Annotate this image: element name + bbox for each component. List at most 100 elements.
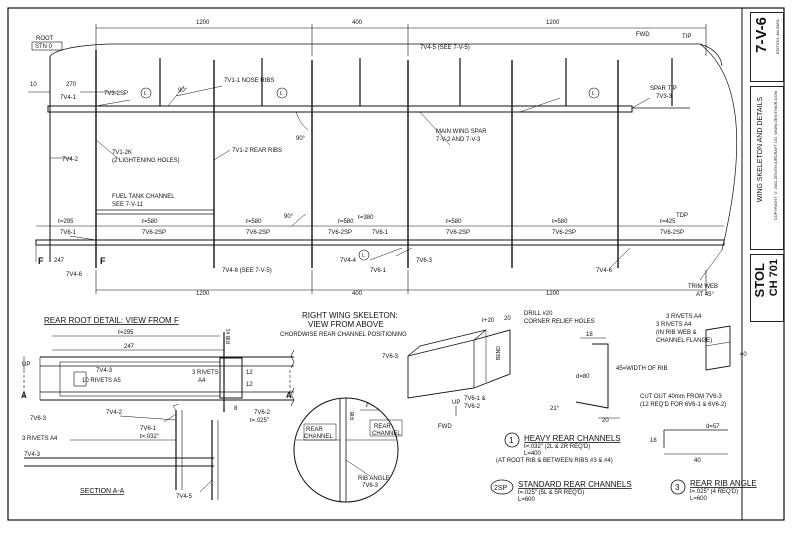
channel-detail xyxy=(407,329,511,416)
skeleton-rib: RIB xyxy=(350,411,356,420)
channel-drill-2: CORNER RELIEF HOLES xyxy=(524,319,595,325)
rear-root-detail xyxy=(23,332,295,500)
skeleton-rear-channel-r1: REAR xyxy=(374,424,391,430)
chord-len-2: ℓ=580 xyxy=(142,218,158,225)
skeleton-detail xyxy=(293,397,403,503)
legend-num-1: 1 xyxy=(509,436,514,445)
angle-d18b: 18 xyxy=(650,438,657,444)
legend-l1-3: t=.025" (4 REQ'D) xyxy=(690,489,738,495)
angle-90-c: 90° xyxy=(284,214,294,220)
angle-rivets-2: (IN RIB WEB & xyxy=(656,330,697,336)
circle-l-3: L xyxy=(592,91,595,97)
rear-root-d8: 8 xyxy=(234,406,238,412)
ribs xyxy=(95,50,619,268)
angle-cut-1: CUT OUT 40mm FROM 7V6-3 xyxy=(640,394,722,400)
skeleton-title-1: RIGHT WING SKELETON: xyxy=(302,311,398,320)
section-a-right: A xyxy=(286,391,292,400)
callout-7v1-2k: 7V1-2K xyxy=(112,150,132,156)
skeleton-ell: ℓ xyxy=(365,402,369,409)
legend-l2-1: L=400 xyxy=(524,451,542,457)
angle-d40b: 40 xyxy=(694,458,701,464)
channel-bend: BEND xyxy=(496,346,502,360)
dim-247: 247 xyxy=(54,258,65,264)
dim-bottom-3: 1200 xyxy=(546,291,560,297)
model-line-2: CH 701 xyxy=(768,259,780,297)
callout-main-spar-2: 7-V-2 AND 7-V-3 xyxy=(436,137,481,143)
chord-part-1: 7V6-1 xyxy=(60,230,77,236)
callout-tdp: TDP xyxy=(676,213,688,219)
chord-part-2: 7V6-2SP xyxy=(142,230,166,236)
section-aa-label: SECTION A-A xyxy=(80,488,125,495)
rear-root-7v4-5: 7V4-5 xyxy=(176,494,193,500)
callout-7v6-3: 7V6-3 xyxy=(416,258,433,264)
channel-7v6-3: 7V6-3 xyxy=(382,354,399,360)
channel-up: UP xyxy=(452,400,460,406)
angle-d18: 18 xyxy=(586,332,593,338)
chord-len-1: ℓ=295 xyxy=(58,218,74,225)
chord-len-6: ℓ=580 xyxy=(446,218,462,225)
rear-root-d12b: 12 xyxy=(246,382,253,388)
callout-7v4-6b: 7V4-6 xyxy=(596,268,613,274)
callout-main-spar-1: MAIN WING SPAR xyxy=(436,129,487,135)
dim-270: 270 xyxy=(66,82,77,88)
legend-title-1: HEAVY REAR CHANNELS xyxy=(524,434,621,443)
rear-root-7v6-3: 7V6-3 xyxy=(30,416,47,422)
callout-trim-web-1: TRIM WEB xyxy=(688,284,718,290)
legend-item-rib-angle: 3 REAR RIB ANGLE t=.025" (4 REQ'D) L=600 xyxy=(670,479,757,502)
legend-item-standard: 2SP STANDARD REAR CHANNELS t=.025" (5L &… xyxy=(490,479,632,503)
channel-7v6-2: 7V6-2 xyxy=(464,404,481,410)
rear-root-7v4-2: 7V4-2 xyxy=(106,410,123,416)
view-f-left: F xyxy=(38,256,44,266)
angle-detail xyxy=(575,325,731,455)
rear-root-rib1: RIB #1 xyxy=(226,328,232,344)
skeleton-rib-angle-1: RIB ANGLE xyxy=(358,476,390,482)
legend-l2-2: L=600 xyxy=(518,497,536,503)
rear-root-7v4-3: 7V4-3 xyxy=(96,368,113,374)
angle-d20: 20 xyxy=(602,418,609,424)
rear-root-d12a: 12 xyxy=(246,370,253,376)
rear-root-7v6-2: 7V6-2 xyxy=(254,410,271,416)
angle-cut-2: (12 REQ'D FOR 6V6-1 & 6V6-2) xyxy=(640,402,726,408)
rear-root-a4: A4 xyxy=(198,378,206,384)
tip-label: TIP xyxy=(682,34,691,40)
callout-trim-web-2: AT 45° xyxy=(696,292,714,298)
callout-7v4-2: 7V4-2 xyxy=(62,157,79,163)
skeleton-rear-channel-r2: CHANNEL xyxy=(372,431,401,437)
dim-10: 10 xyxy=(30,82,37,88)
chord-part-8: 7V6-2SP xyxy=(660,230,684,236)
rear-root-rivets-a4b: 3 RIVETS A4 xyxy=(22,436,58,442)
angle-rivets-a4: 3 RIVETS A4 xyxy=(666,314,702,320)
angle-90-a: 90° xyxy=(178,88,188,94)
callout-spar-tip: SPAR TIP xyxy=(650,86,677,92)
chord-part-4: 7V6-2SP xyxy=(328,230,352,236)
edition-label: EDITION: 4th 05/01 xyxy=(775,19,780,55)
legend-l1-2: t=.025" (5L & 5R REQ'D) xyxy=(518,490,584,496)
rear-root-l295: ℓ=295 xyxy=(118,329,134,336)
circle-l-4: L xyxy=(362,253,365,259)
angle-21deg: 21° xyxy=(550,406,560,412)
legend-num-3: 3 xyxy=(675,483,680,492)
skeleton-fwd: FWD xyxy=(438,424,452,430)
legend-l1-1: t=.032" (2L & 2R REQ'D) xyxy=(524,444,590,450)
callout-lightening: (2 LIGHTENING HOLES) xyxy=(112,158,180,164)
legend: 1 HEAVY REAR CHANNELS t=.032" (2L & 2R R… xyxy=(490,432,757,503)
legend-l2-3: L=600 xyxy=(690,496,708,502)
channel-d20: 20 xyxy=(504,316,511,322)
angle-d80: d=80 xyxy=(576,374,590,380)
angle-rivets-3: CHANNEL FLANGE) xyxy=(656,338,712,344)
legend-title-2: STANDARD REAR CHANNELS xyxy=(518,480,632,489)
rear-root-t025: t=.025" xyxy=(250,418,269,424)
skeleton-rear-channel-l1: REAR xyxy=(306,427,323,433)
callout-7v3-3: 7V3-3 xyxy=(656,94,673,100)
title-block-model: STOL CH 701 xyxy=(750,254,784,322)
rear-root-up: UP xyxy=(22,362,30,368)
rear-root-7v4-3b: 7V4-3 xyxy=(24,452,41,458)
sheet-border xyxy=(7,7,785,521)
dim-bottom-2: 400 xyxy=(352,291,363,297)
angle-rivets-1: 3 RIVETS A4 xyxy=(656,322,692,328)
station-label: STN 0 xyxy=(35,44,53,50)
chord-len-8: ℓ=425 xyxy=(660,218,676,225)
callout-7v4-6-see: 7V4-6 (SEE 7-V-5) xyxy=(222,268,272,274)
